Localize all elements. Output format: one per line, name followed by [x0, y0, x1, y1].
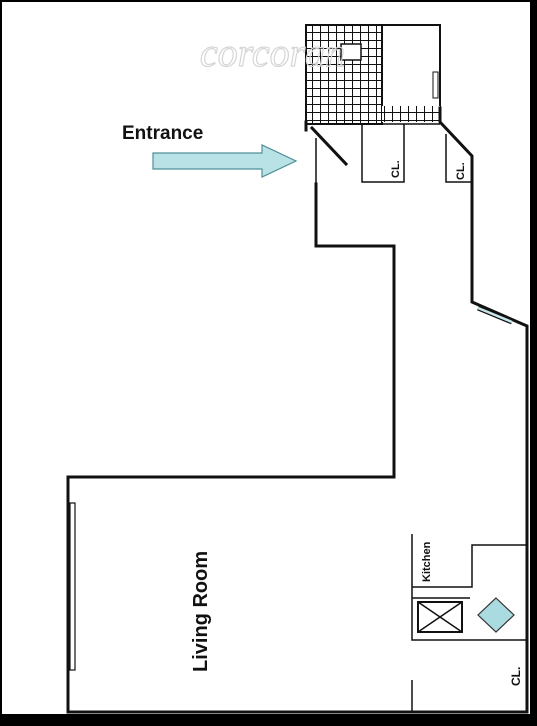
closet-left-label: CL.: [390, 160, 402, 178]
bathroom-fixture: [340, 43, 362, 61]
x-box-icon: [417, 601, 463, 633]
bathroom-window: [432, 71, 439, 99]
closet-left-wall: [361, 124, 405, 183]
closet-right-wall: [445, 134, 472, 183]
entry-door-leaf: [309, 125, 349, 167]
entrance-label: Entrance: [122, 123, 203, 144]
living-room-label: Living Room: [190, 551, 212, 672]
exterior-wall-right: [438, 106, 529, 714]
diamond-icon: [477, 597, 515, 633]
right-arrow-icon: [152, 144, 298, 178]
bathroom-fixture-area: [381, 24, 441, 109]
bathroom-lower-tile-strip: [382, 106, 440, 122]
closet-right-label: CL.: [455, 162, 467, 180]
living-room-window: [69, 502, 76, 671]
floor-plan-paper: [2, 2, 530, 714]
bathroom-tile-floor: [305, 24, 383, 125]
exterior-wall-bottom-left: [66, 182, 529, 714]
side-window-glass: [477, 306, 513, 324]
kitchen-counter-top: [412, 544, 527, 588]
corcoran-watermark: corcoran: [200, 30, 345, 75]
kitchen-label: Kitchen: [421, 541, 433, 582]
closet-bottom-label: CL.: [509, 667, 523, 686]
kitchen-wall: [411, 534, 527, 641]
